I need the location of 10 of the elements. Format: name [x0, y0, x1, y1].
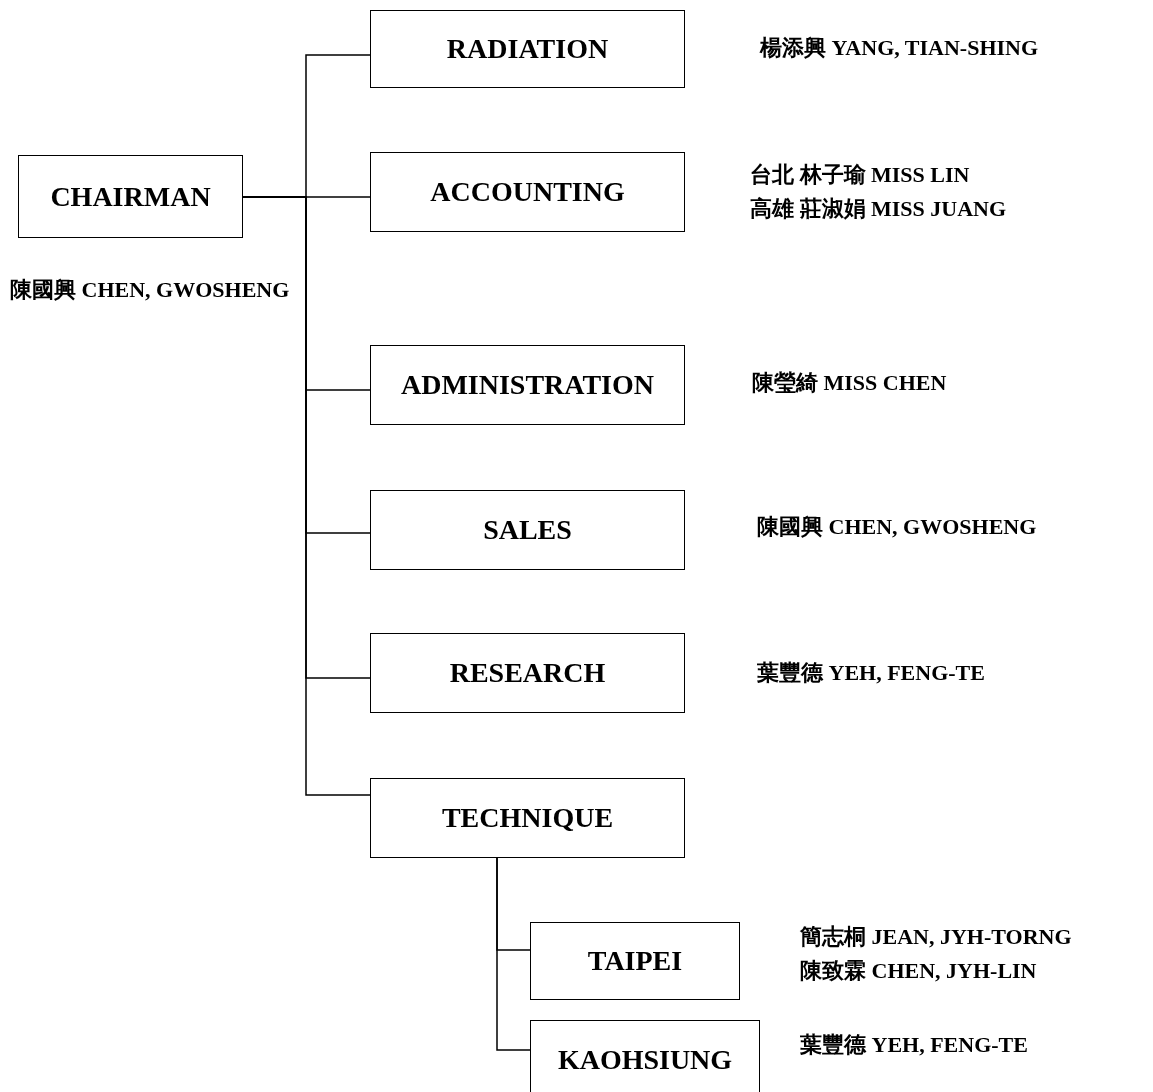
department-box: ADMINISTRATION — [370, 345, 685, 425]
department-box: TECHNIQUE — [370, 778, 685, 858]
department-box: ACCOUNTING — [370, 152, 685, 232]
department-box: SALES — [370, 490, 685, 570]
connector-line — [496, 857, 531, 1051]
department-box: CHAIRMAN — [18, 155, 243, 238]
department-box: KAOHSIUNG — [530, 1020, 760, 1092]
department-box: RESEARCH — [370, 633, 685, 713]
department-box: TAIPEI — [530, 922, 740, 1000]
department-box: RADIATION — [370, 10, 685, 88]
